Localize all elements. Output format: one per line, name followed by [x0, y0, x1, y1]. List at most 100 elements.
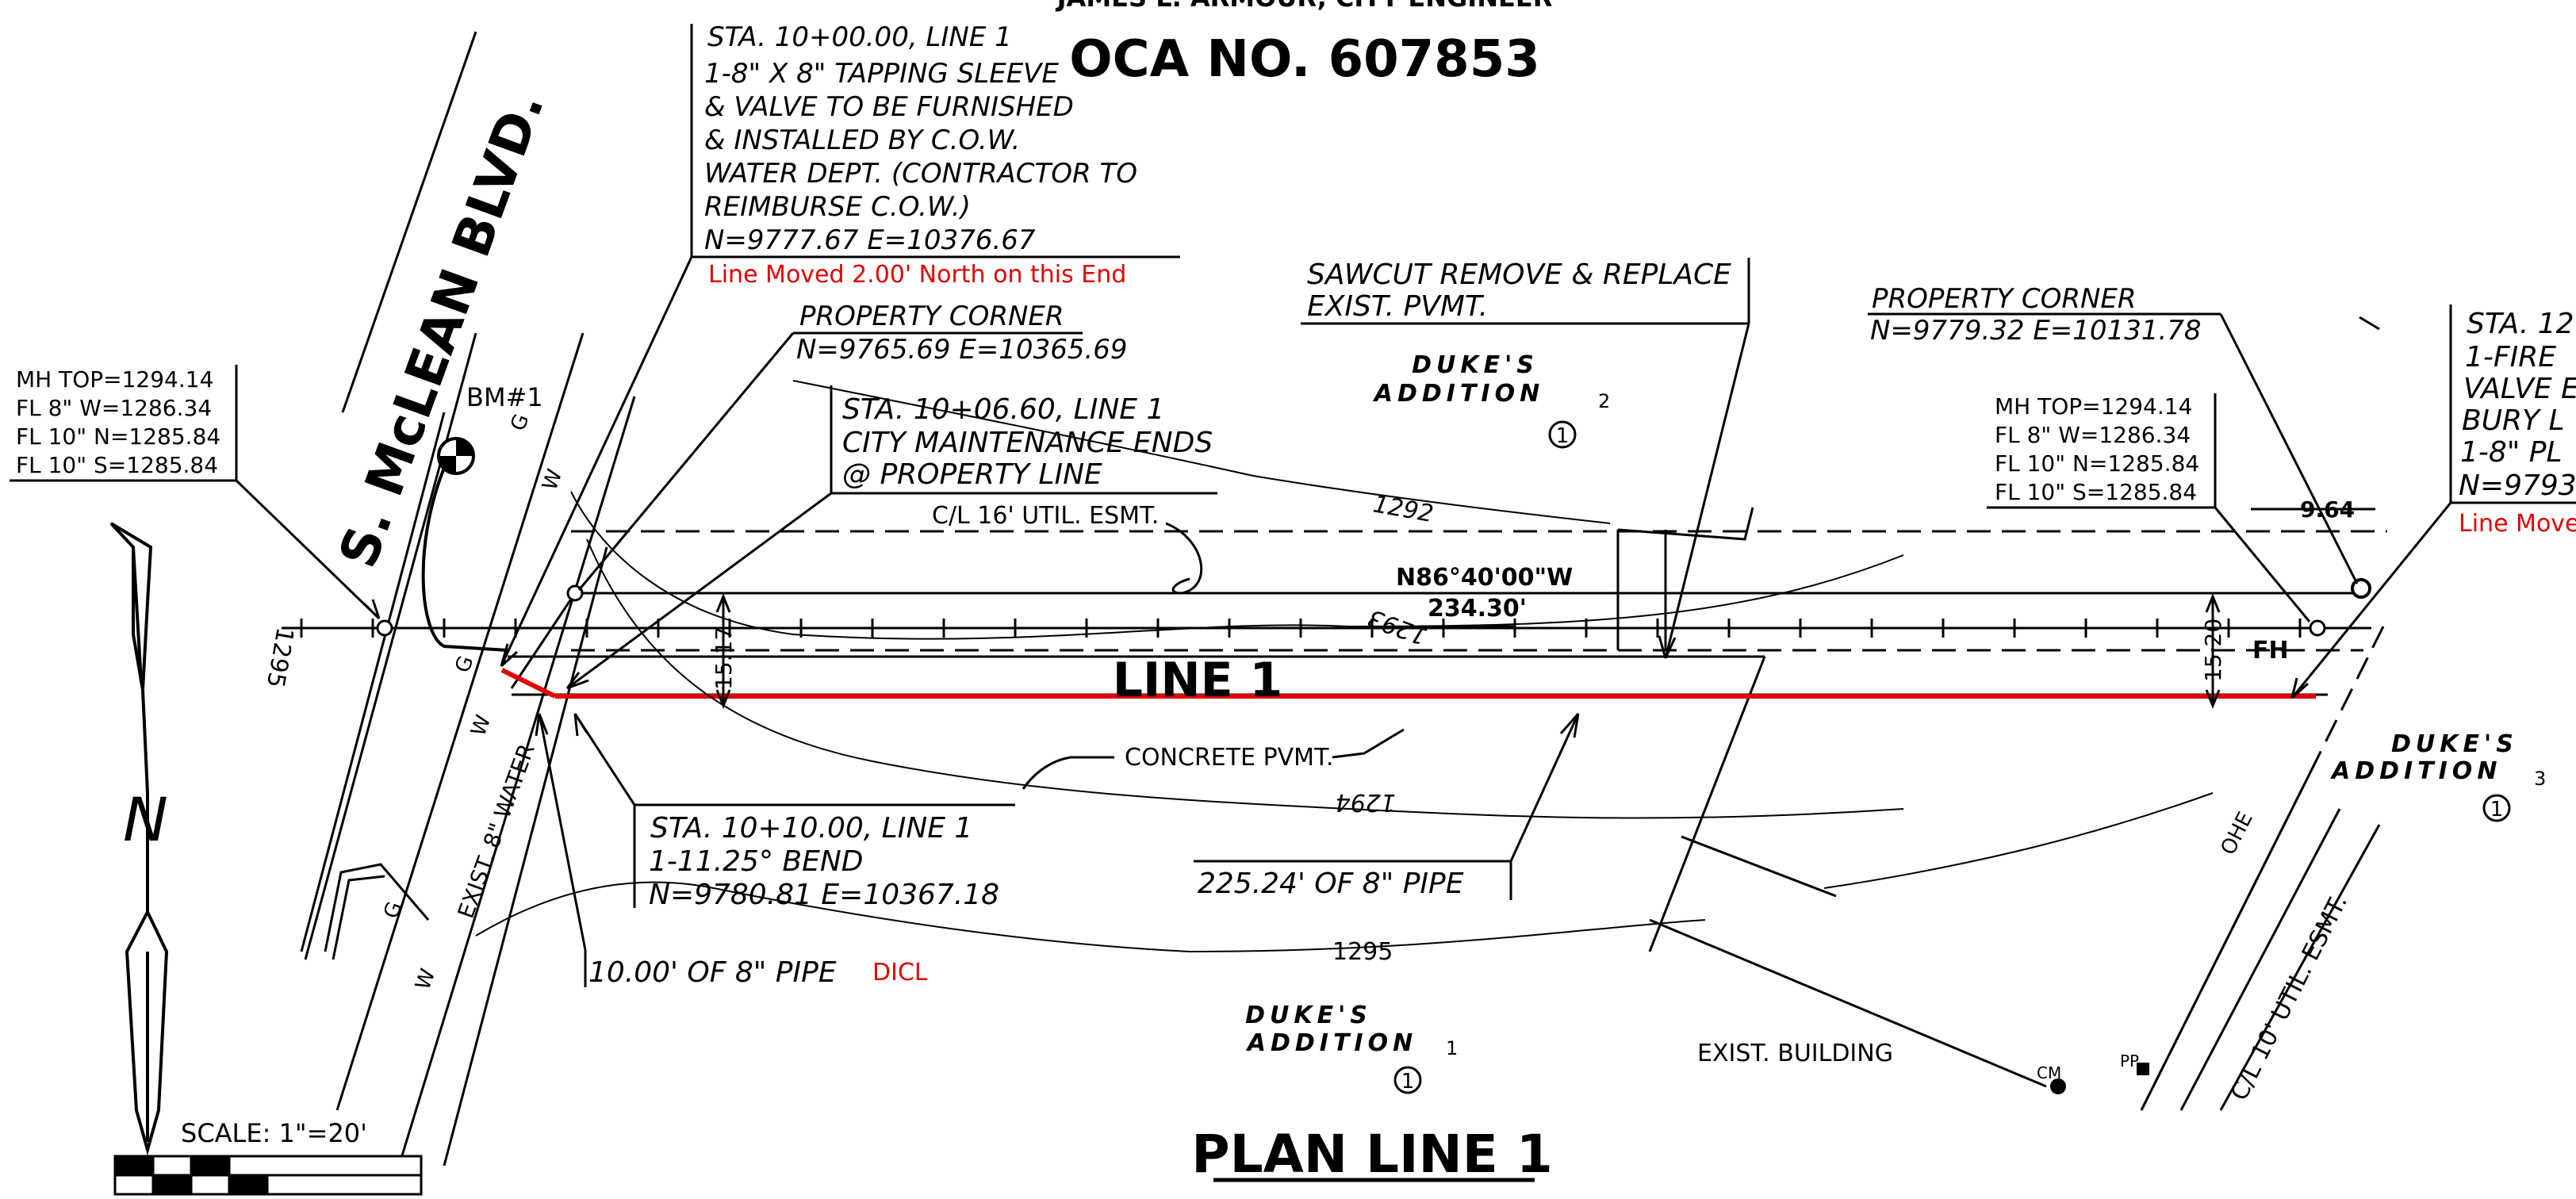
- benchmark-label: BM#1: [466, 382, 543, 412]
- svg-text:WATER DEPT. (CONTRACTOR TO: WATER DEPT. (CONTRACTOR TO: [704, 158, 1137, 190]
- svg-text:& VALVE TO BE FURNISHED: & VALVE TO BE FURNISHED: [704, 91, 1074, 123]
- contour-1292: 1292: [1371, 490, 1436, 528]
- svg-text:1: 1: [1446, 1037, 1458, 1059]
- note-prop-corner-right: PROPERTY CORNER N=9779.32 E=10131.78: [1868, 283, 2221, 347]
- street-lines: [300, 31, 636, 1174]
- concrete-leader: [1022, 728, 1405, 790]
- gas-label-1: G: [506, 411, 534, 434]
- contour-1294: 1294: [1336, 788, 1396, 816]
- svg-text:FL 10" S=1285.84: FL 10" S=1285.84: [16, 452, 218, 478]
- svg-text:REIMBURSE C.O.W.): REIMBURSE C.O.W.): [704, 191, 971, 223]
- svg-text:1-8" X 8" TAPPING SLEEVE: 1-8" X 8" TAPPING SLEEVE: [704, 58, 1059, 90]
- svg-text:EXIST. PVMT.: EXIST. PVMT.: [1307, 290, 1488, 323]
- svg-text:225.24' OF 8" PIPE: 225.24' OF 8" PIPE: [1198, 868, 1464, 900]
- cm-symbol: [2050, 1078, 2066, 1094]
- svg-text:3: 3: [2534, 768, 2546, 790]
- note-pipe-225-leader: [1509, 713, 1580, 862]
- svg-text:PROPERTY CORNER: PROPERTY CORNER: [799, 301, 1064, 332]
- svg-text:DUKE'S: DUKE'S: [2391, 730, 2518, 758]
- easement-right-label: C/L 10' UTIL. ESMT.: [2225, 891, 2353, 1105]
- dukes-addition-top: DUKE'S ADDITION 2 1: [1373, 351, 1610, 449]
- plan-title: PLAN LINE 1: [1191, 1124, 1553, 1185]
- existing-building-label: EXIST. BUILDING: [1697, 1040, 1893, 1067]
- note-sta-12-leader: [2290, 502, 2452, 699]
- dim-964: 9.64: [2300, 496, 2355, 523]
- water-label-3: W: [411, 966, 440, 993]
- benchmark-symbol: [421, 437, 508, 652]
- exist-water-label: EXIST. 8" WATER: [453, 741, 540, 922]
- contour-1295: 1295: [1332, 938, 1393, 966]
- note-pipe-225: 225.24' OF 8" PIPE: [1194, 860, 1512, 900]
- svg-text:BURY L: BURY L: [2462, 404, 2565, 437]
- line-1-label: LINE 1: [1113, 653, 1282, 708]
- note-sta-1010-leader: [573, 713, 636, 806]
- svg-text:MH TOP=1294.14: MH TOP=1294.14: [16, 366, 213, 393]
- svg-text:STA. 10+10.00, LINE 1: STA. 10+10.00, LINE 1: [650, 812, 972, 845]
- note-prop-corner-left: PROPERTY CORNER N=9765.69 E=10365.69: [793, 301, 1128, 366]
- distance-label: 234.30': [1428, 595, 1527, 622]
- easement-top-label: C/L 16' UTIL. ESMT.: [932, 502, 1159, 530]
- building-outline: [1649, 835, 2047, 1088]
- svg-text:N=9780.81 E=10367.18: N=9780.81 E=10367.18: [649, 879, 999, 911]
- svg-text:FL 10" S=1285.84: FL 10" S=1285.84: [1995, 479, 2197, 505]
- ohe-label: OHE: [2217, 808, 2258, 859]
- dicl-label: DICL: [872, 959, 928, 986]
- contour-1295-left: 1295: [261, 626, 299, 690]
- dimension-marks: [715, 508, 2375, 710]
- svg-text:FL 8" W=1286.34: FL 8" W=1286.34: [1995, 422, 2191, 448]
- svg-text:FL 10" N=1285.84: FL 10" N=1285.84: [1995, 450, 2199, 477]
- dim-left: 15.17: [711, 626, 737, 690]
- svg-text:1: 1: [1556, 424, 1570, 448]
- manhole-right-leader: [2214, 507, 2311, 622]
- water-label-1: W: [538, 466, 567, 493]
- note-sta-1000-leader: [500, 256, 693, 668]
- scale-bar: [113, 1155, 423, 1196]
- svg-text:N=9765.69 E=10365.69: N=9765.69 E=10365.69: [796, 334, 1128, 366]
- note-sta-1006-leader: [565, 492, 832, 690]
- svg-text:1-11.25° BEND: 1-11.25° BEND: [649, 845, 864, 878]
- street-name: S. McLEAN BLVD.: [328, 84, 556, 575]
- note-pipe-10-leader: [535, 713, 587, 951]
- note-sawcut-leader: [1658, 323, 1750, 659]
- svg-text:DUKE'S: DUKE'S: [1245, 1002, 1372, 1029]
- svg-text:1-FIRE: 1-FIRE: [2465, 341, 2556, 373]
- sawcut-outline: [1616, 507, 1754, 650]
- svg-text:ADDITION: ADDITION: [1373, 380, 1544, 408]
- svg-text:PROPERTY CORNER: PROPERTY CORNER: [1872, 283, 2137, 315]
- svg-text:& INSTALLED BY C.O.W.: & INSTALLED BY C.O.W.: [704, 124, 1020, 156]
- note-sta-1000: STA. 10+00.00, LINE 1 1-8" X 8" TAPPING …: [690, 21, 1180, 259]
- dukes-addition-bottom: DUKE'S ADDITION 1 1: [1245, 1002, 1458, 1094]
- dukes-addition-right: DUKE'S ADDITION 3 1: [2330, 730, 2546, 822]
- manhole-right-symbol: [2309, 619, 2326, 637]
- svg-text:2: 2: [1598, 390, 1610, 412]
- note-sta-12-partial: STA. 12 1-FIRE VALVE E BURY L 1-8" PL N=…: [2449, 305, 2576, 504]
- note-prop-corner-left-leader: [577, 332, 795, 591]
- pp-label: PP: [2120, 1052, 2139, 1071]
- note-sta-1010: STA. 10+10.00, LINE 1 1-11.25° BEND N=97…: [633, 803, 1015, 911]
- tick-mark: [2359, 316, 2380, 331]
- fire-hydrant-label: FH: [2252, 637, 2289, 665]
- power-pole-symbol: [2137, 1063, 2149, 1075]
- concrete-label: CONCRETE PVMT.: [1125, 744, 1333, 772]
- manhole-right-block: MH TOP=1294.14 FL 8" W=1286.34 FL 10" N=…: [1987, 393, 2217, 509]
- svg-text:STA. 10+06.60, LINE 1: STA. 10+06.60, LINE 1: [842, 393, 1164, 426]
- svg-text:ADDITION: ADDITION: [1246, 1029, 1417, 1057]
- baseline-stationing: [282, 619, 2371, 638]
- note-sta-1000-red: Line Moved 2.00' North on this End: [708, 261, 1126, 289]
- svg-text:MH TOP=1294.14: MH TOP=1294.14: [1995, 393, 2192, 419]
- right-side-lines: [2140, 760, 2381, 1111]
- svg-text:SAWCUT REMOVE & REPLACE: SAWCUT REMOVE & REPLACE: [1307, 259, 1731, 291]
- svg-text:FL 10" N=1285.84: FL 10" N=1285.84: [16, 423, 220, 450]
- easement-top-leader: [1165, 522, 1203, 595]
- left-bend-detail: [324, 863, 430, 952]
- bearing-label: N86°40'00"W: [1396, 564, 1573, 592]
- svg-text:DUKE'S: DUKE'S: [1412, 351, 1539, 379]
- proposed-water-line: [500, 668, 2316, 699]
- contour-1293: 1293: [1364, 603, 1431, 650]
- svg-text:1: 1: [1401, 1070, 1415, 1094]
- note-sawcut: SAWCUT REMOVE & REPLACE EXIST. PVMT.: [1301, 258, 1750, 325]
- property-corner-right-symbol: [2351, 578, 2371, 599]
- manhole-left-leader: [235, 479, 381, 620]
- svg-text:CITY MAINTENANCE ENDS: CITY MAINTENANCE ENDS: [842, 427, 1213, 459]
